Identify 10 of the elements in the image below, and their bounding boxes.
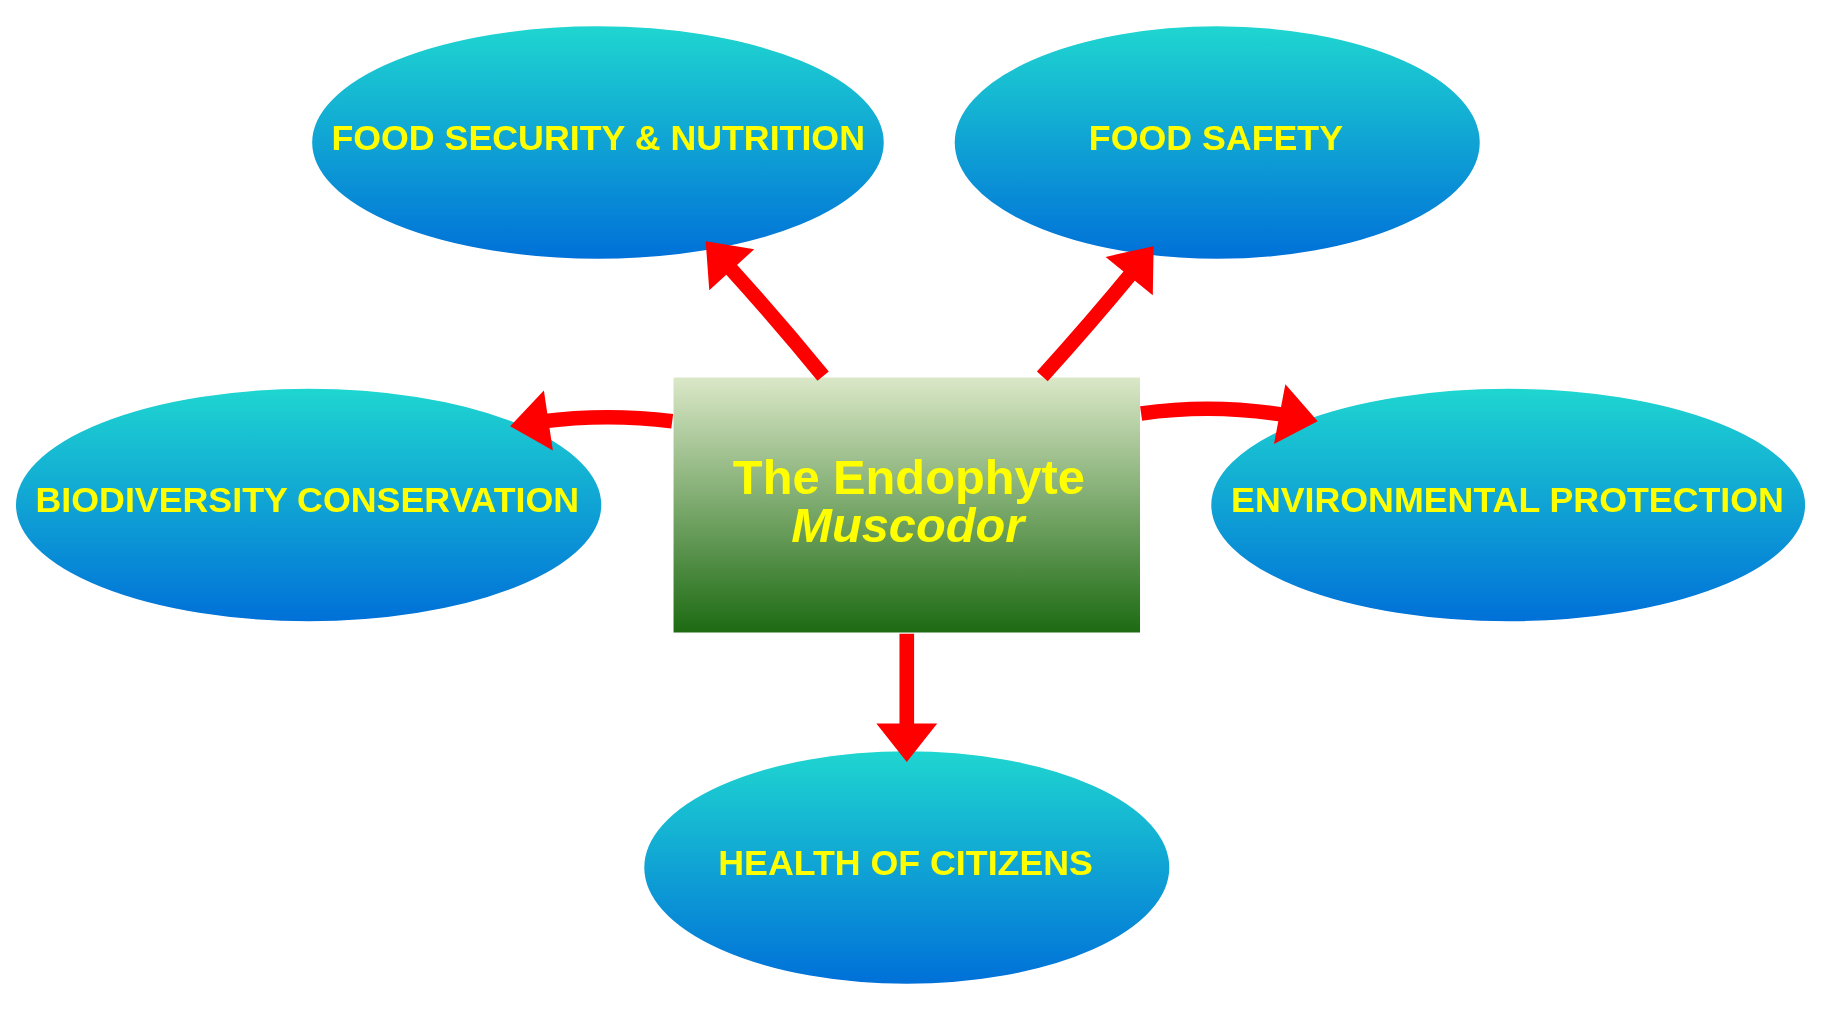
arrow [705,240,829,381]
arrow [510,389,674,451]
node-ellipse: FOOD SECURITY & NUTRITION [310,24,886,260]
arrow [876,633,938,762]
arrow [1036,245,1154,381]
node-ellipse: FOOD SAFETY [953,24,1482,260]
node-ellipse: HEALTH OF CITIZENS [642,749,1171,985]
node-ellipse: ENVIRONMENTAL PROTECTION [1209,386,1807,623]
node-box: The Endophyte Muscodor [671,375,1142,634]
arrow [1140,383,1318,444]
